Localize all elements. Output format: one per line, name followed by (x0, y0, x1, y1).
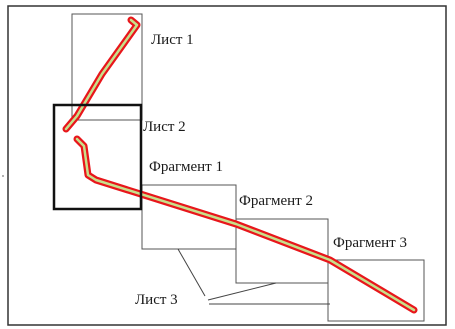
sheet-2-label: Лист 2 (143, 119, 186, 135)
sheet-3-leaders (177, 248, 330, 305)
fragment-1-label: Фрагмент 1 (149, 159, 223, 175)
sheet-1-label: Лист 1 (151, 32, 194, 48)
route-core-upper (64, 18, 139, 131)
fragment-2-label: Фрагмент 2 (239, 193, 313, 209)
fragment-1-frame (141, 184, 237, 250)
route-core-lower (75, 137, 416, 312)
sheet-3-label: Лист 3 (135, 292, 178, 308)
heading-band (60, 0, 440, 6)
outer-frame (7, 5, 447, 326)
route-outline-lower (73, 135, 418, 314)
sheet-1-frame (71, 13, 143, 121)
route-line (62, 16, 418, 314)
sheet-2-frame (52, 103, 143, 211)
fragment-3-label: Фрагмент 3 (333, 235, 407, 251)
fragment-3-frame (327, 259, 425, 322)
fragment-2-frame (235, 218, 329, 284)
